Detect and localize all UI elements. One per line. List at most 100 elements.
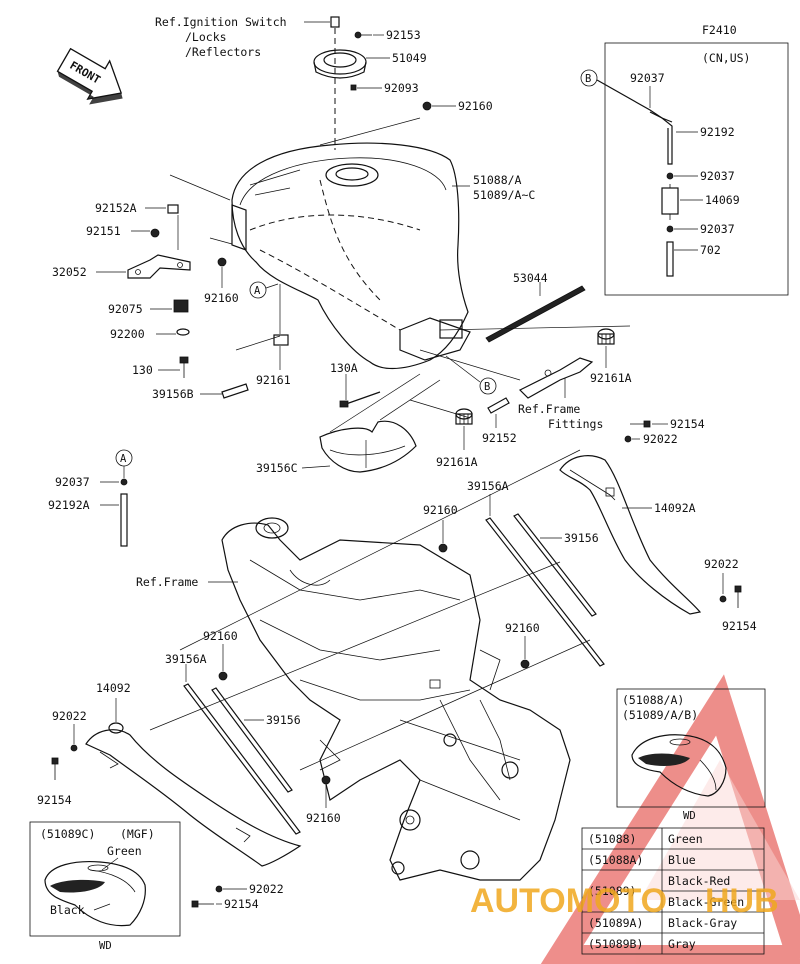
cover-14092A <box>559 455 702 615</box>
inset-wd-line2: (51089/A/B) <box>622 708 698 722</box>
part-92037-a: 92037 <box>55 475 90 489</box>
inset-mgf-model: (51089C) <box>40 827 95 841</box>
watermark-text: AUTOMOTO HUB <box>470 882 779 920</box>
part-92160-left: 92160 <box>204 291 239 305</box>
part-92022-right2: 92022 <box>704 557 739 571</box>
ref-frame-fittings-2: Fittings <box>548 417 603 431</box>
inset-mgf-black: Black <box>50 903 85 917</box>
part-39156A-left: 39156A <box>165 652 207 666</box>
part-92161A-right: 92161A <box>590 371 632 385</box>
inset-part-92037-2: 92037 <box>700 169 735 183</box>
hose-92192A <box>120 493 128 547</box>
screw-92154-left <box>51 757 59 780</box>
color-name-51089-green: Black-Green <box>668 895 744 909</box>
inset-mgf-tag: (MGF) <box>120 827 155 841</box>
watermark-triangle-icon <box>540 674 800 964</box>
wd-tank-icon <box>631 734 727 797</box>
strip-53044 <box>485 285 586 343</box>
strip-39156-right <box>513 513 597 617</box>
part-51049: 51049 <box>392 51 427 65</box>
part-92160-bottom: 92160 <box>306 811 341 825</box>
ref-ignition-line-3: /Reflectors <box>185 45 261 59</box>
bracket-32052 <box>127 254 191 279</box>
part-92154-left: 92154 <box>37 793 72 807</box>
inset-part-92192: 92192 <box>700 125 735 139</box>
fuel-tank <box>231 142 471 370</box>
color-code-51088A: (51088A) <box>588 853 643 867</box>
part-92161: 92161 <box>256 373 291 387</box>
strip-39156A-left <box>183 683 301 835</box>
part-39156-right: 39156 <box>564 531 599 545</box>
callout-b-tank <box>479 377 497 395</box>
part-92075: 92075 <box>108 302 143 316</box>
ignition-bolt <box>330 16 340 150</box>
color-name-51089A: Black-Gray <box>668 916 737 930</box>
ref-frame: Ref.Frame <box>136 575 198 589</box>
inset-mgf: (51089C) (MGF) Green Black WD <box>29 821 181 952</box>
color-name-51089B: Gray <box>668 937 696 951</box>
callout-a-hose-label: A <box>120 453 127 465</box>
damper-92161A-center <box>455 408 473 425</box>
inset-wd-line1: (51088/A) <box>622 693 684 707</box>
part-92160-top: 92160 <box>458 99 493 113</box>
part-92154-right2: 92154 <box>722 619 757 633</box>
ref-ignition-line-2: /Locks <box>185 30 227 44</box>
part-92161A-center: 92161A <box>436 455 478 469</box>
part-53044: 53044 <box>513 271 548 285</box>
part-39156C: 39156C <box>256 461 298 475</box>
color-code-51089A: (51089A) <box>588 916 643 930</box>
filter-14069 <box>661 184 679 220</box>
inset-mgf-green: Green <box>107 844 142 858</box>
color-code-51088: (51088) <box>588 832 636 846</box>
screw-92154-right2 <box>734 585 742 608</box>
color-table: (51088) Green (51088A) Blue (51089) Blac… <box>581 827 765 955</box>
part-92151: 92151 <box>86 224 121 238</box>
part-92022-left: 92022 <box>52 709 87 723</box>
diagram-code: F2410 <box>702 23 737 37</box>
screw-92154-bottom <box>191 900 214 908</box>
watermark-logo <box>540 674 800 964</box>
ref-ignition-line-1: Ref.Ignition Switch <box>155 15 287 29</box>
part-51088: 51088/A <box>473 173 522 187</box>
callout-a-tank <box>249 281 267 299</box>
bolt-130 <box>179 356 189 378</box>
color-name-51089-red: Black-Red <box>668 874 730 888</box>
inset-part-92037-3: 92037 <box>700 222 735 236</box>
watermark-right: HUB <box>705 882 779 920</box>
part-14092A: 14092A <box>654 501 696 515</box>
strip-39156A-right <box>485 517 605 667</box>
inset-wd: (51088/A) (51089/A/B) WD <box>616 688 766 822</box>
color-code-51089B: (51089B) <box>588 937 643 951</box>
part-39156B: 39156B <box>152 387 194 401</box>
part-92160-left2: 92160 <box>203 629 238 643</box>
mgf-tank-icon <box>44 860 146 927</box>
callout-b-inset <box>580 69 598 87</box>
callout-a-tank-label: A <box>254 285 261 297</box>
part-92192A: 92192A <box>48 498 90 512</box>
part-92152A: 92152A <box>95 201 137 215</box>
part-92022-bottom: 92022 <box>249 882 284 896</box>
part-92093: 92093 <box>384 81 419 95</box>
collar-92152A <box>167 204 179 214</box>
damper-92161A-right <box>597 328 615 345</box>
strip-39156-left <box>211 687 293 793</box>
screw-92154-right <box>630 420 651 428</box>
inset-mgf-wd: WD <box>99 940 112 952</box>
part-92200: 92200 <box>110 327 145 341</box>
inset-cn-us: (CN,US) B 92037 92192 92037 14069 92037 … <box>580 42 789 296</box>
part-14092: 14092 <box>96 681 131 695</box>
guard-39156C <box>319 420 417 473</box>
part-51089: 51089/A~C <box>473 188 535 202</box>
inset-cn-us-label: (CN,US) <box>702 51 750 65</box>
cover-14092 <box>85 722 302 867</box>
part-92153: 92153 <box>386 28 421 42</box>
part-92160-center: 92160 <box>505 621 540 635</box>
part-92154-right: 92154 <box>670 417 705 431</box>
frame-assembly <box>221 517 571 881</box>
part-130A: 130A <box>330 361 358 375</box>
part-92154-bottom: 92154 <box>224 897 259 911</box>
inset-part-92037-1: 92037 <box>630 71 665 85</box>
strip-39156B <box>221 383 249 399</box>
part-92160-mid: 92160 <box>423 503 458 517</box>
front-arrow-icon: FRONT <box>56 47 123 105</box>
